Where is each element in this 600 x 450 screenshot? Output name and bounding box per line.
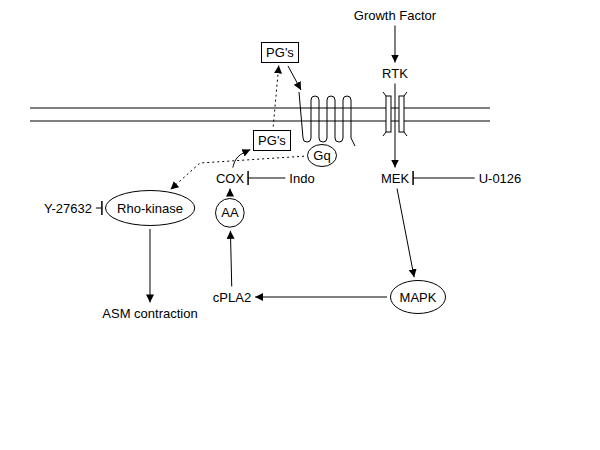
receptor-label: RTK <box>381 66 409 81</box>
kinase-label: MEK <box>380 171 410 186</box>
node-label: ASM contraction <box>102 306 197 321</box>
inhibitor-label: U-0126 <box>478 171 523 186</box>
node-label: MAPK <box>400 290 437 305</box>
node-label: PG's <box>258 133 286 148</box>
enzyme-label: cPLA2 <box>212 290 252 305</box>
inhibition-connector <box>413 178 475 179</box>
node-label: RTK <box>382 66 408 81</box>
ligand-box: PG's <box>253 130 291 151</box>
node-label: U-0126 <box>479 171 522 186</box>
inhibition-connector <box>248 178 285 179</box>
arrow-connector <box>149 229 150 303</box>
arrow-connector <box>394 84 395 168</box>
arrow-connector <box>394 26 395 63</box>
inhibitor-label: Y-27632 <box>43 201 93 216</box>
arrow-connector <box>273 65 279 126</box>
node-label: PG's <box>266 45 294 60</box>
gpcr-receptor <box>299 92 355 146</box>
ligand-box: PG's <box>261 42 299 63</box>
node-label: cPLA2 <box>213 290 251 305</box>
node-label: Y-27632 <box>44 201 92 216</box>
membrane-line <box>30 108 490 109</box>
inhibitor-label: Indo <box>288 171 315 186</box>
response-label: ASM contraction <box>101 306 198 321</box>
node-label: Indo <box>289 171 314 186</box>
membrane-line <box>30 121 490 122</box>
metabolite-circle: AA <box>215 198 245 228</box>
inhibition-connector <box>96 208 102 209</box>
arrow-connector <box>255 297 387 298</box>
g-protein-oval: Gq <box>307 144 337 167</box>
enzyme-label: COX <box>215 171 245 186</box>
arrow-connector <box>230 231 231 287</box>
node-label: Rho-kinase <box>117 201 183 216</box>
kinase-ellipse: MAPK <box>390 280 446 314</box>
node-label: Gq <box>313 148 330 163</box>
node-label: AA <box>221 205 238 220</box>
ligand-arrow <box>288 66 301 90</box>
node-label: Growth Factor <box>354 8 436 23</box>
arrow-connector <box>171 156 305 189</box>
kinase-ellipse: Rho-kinase <box>105 190 195 226</box>
node-label: COX <box>216 171 244 186</box>
arrow-connector <box>397 188 414 277</box>
arrow-connector <box>233 150 251 168</box>
node-label: MEK <box>381 171 409 186</box>
stimulus-label: Growth Factor <box>353 8 437 23</box>
arrow-connector <box>229 189 230 196</box>
